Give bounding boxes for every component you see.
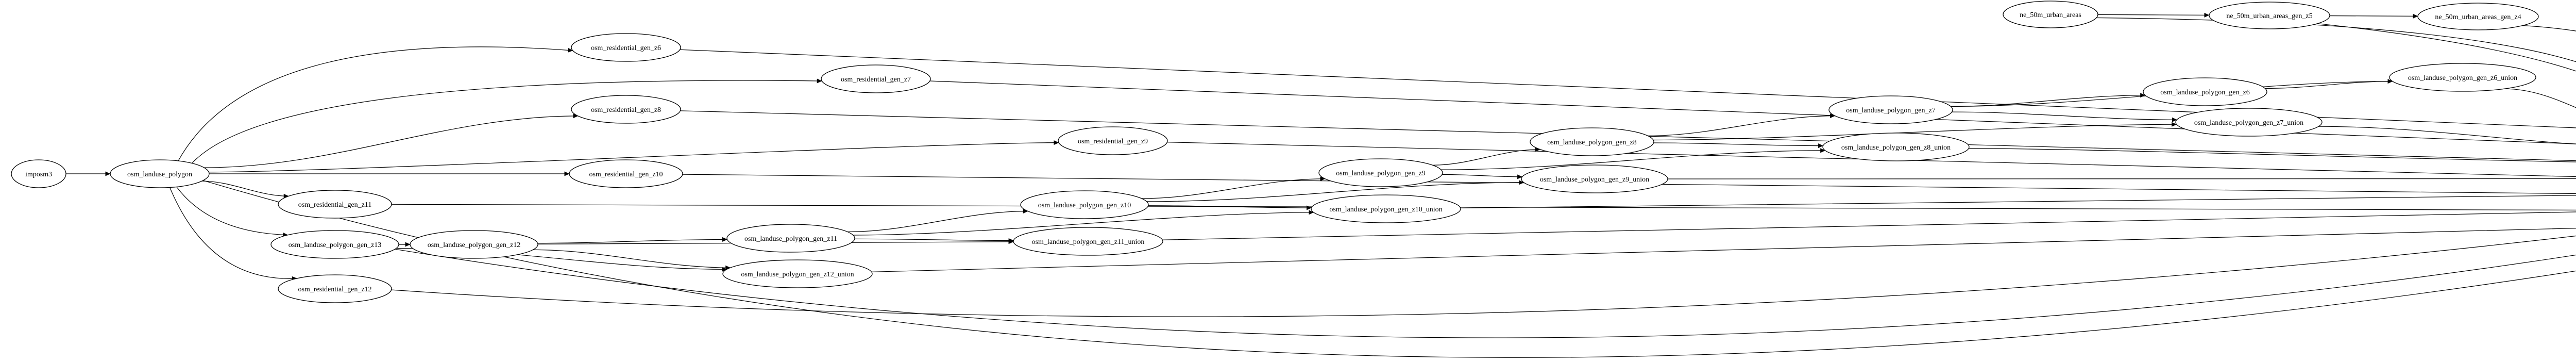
node-label-osm_landuse_polygon_gen_z8: osm_landuse_polygon_gen_z8 (1547, 139, 1636, 146)
node-label-osm_landuse_polygon_gen_z9_union: osm_landuse_polygon_gen_z9_union (1540, 176, 1649, 184)
node-label-osm_landuse_polygon_gen_z6_union: osm_landuse_polygon_gen_z6_union (2408, 74, 2517, 82)
edge-osm_landuse_polygon_gen_z6_union-to-layer_landuse.z6 (2504, 88, 2576, 108)
node-osm_residential_gen_z8: osm_residential_gen_z8 (571, 95, 681, 124)
edge-osm_landuse_polygon-to-osm_residential_gen_z8 (204, 113, 579, 168)
edge-osm_landuse_polygon_gen_z9-to-osm_landuse_polygon_gen_z8_union (1441, 148, 1826, 170)
node-label-osm_residential_gen_z11: osm_residential_gen_z11 (298, 201, 372, 209)
edge-osm_landuse_polygon_gen_z6-to-osm_landuse_polygon_gen_z6_union (2265, 79, 2393, 89)
node-osm_landuse_polygon_gen_z12: osm_landuse_polygon_gen_z12 (410, 230, 538, 259)
edge-osm_landuse_polygon-to-layer_landuse.z14+ (203, 180, 2576, 358)
node-osm_residential_gen_z11: osm_residential_gen_z11 (278, 190, 392, 219)
node-osm_landuse_polygon_gen_z13: osm_landuse_polygon_gen_z13 (270, 230, 399, 259)
node-label-osm_landuse_polygon_gen_z7: osm_landuse_polygon_gen_z7 (1846, 107, 1935, 114)
node-osm_landuse_polygon_gen_z6_union: osm_landuse_polygon_gen_z6_union (2389, 63, 2536, 92)
node-osm_landuse_polygon_gen_z11: osm_landuse_polygon_gen_z11 (726, 224, 855, 253)
node-label-ne_50m_urban_areas: ne_50m_urban_areas (2020, 11, 2081, 19)
node-ne_50m_urban_areas: ne_50m_urban_areas (2003, 1, 2098, 28)
node-osm_landuse_polygon_gen_z8_union: osm_landuse_polygon_gen_z8_union (1822, 133, 1970, 161)
node-label-osm_residential_gen_z9: osm_residential_gen_z9 (1078, 138, 1148, 145)
edge-osm_landuse_polygon-to-osm_residential_gen_z6 (178, 46, 573, 161)
edge-osm_landuse_polygon-to-osm_residential_gen_z9 (209, 140, 1059, 173)
edge-osm_landuse_polygon_gen_z7-to-osm_landuse_polygon_gen_z6 (1951, 93, 2146, 107)
node-label-osm_residential_gen_z12: osm_residential_gen_z12 (298, 286, 371, 293)
edge-osm_landuse_polygon_gen_z7-to-osm_landuse_polygon_gen_z7_union (1952, 111, 2177, 122)
node-osm_landuse_polygon_gen_z9: osm_landuse_polygon_gen_z9 (1318, 158, 1443, 187)
node-osm_landuse_polygon_gen_z10: osm_landuse_polygon_gen_z10 (1020, 190, 1149, 219)
node-label-ne_50m_urban_areas_gen_z4: ne_50m_urban_areas_gen_z4 (2435, 13, 2521, 21)
node-label-osm_landuse_polygon_gen_z9: osm_landuse_polygon_gen_z9 (1336, 170, 1425, 177)
node-label-osm_landuse_polygon_gen_z11: osm_landuse_polygon_gen_z11 (744, 235, 837, 243)
node-osm_landuse_polygon_gen_z6: osm_landuse_polygon_gen_z6 (2143, 77, 2267, 106)
edge-osm_residential_gen_z12-to-layer_landuse.z12 (391, 235, 2576, 317)
node-label-ne_50m_urban_areas_gen_z5: ne_50m_urban_areas_gen_z5 (2226, 12, 2312, 20)
node-osm_landuse_polygon_gen_z7_union: osm_landuse_polygon_gen_z7_union (2175, 108, 2323, 137)
edge-osm_landuse_polygon_gen_z11-to-osm_landuse_polygon_gen_z10_union (853, 210, 1314, 236)
edge-osm_landuse_polygon_gen_z11-to-osm_landuse_polygon_gen_z10 (847, 209, 1028, 233)
node-imposm3: imposm3 (11, 159, 66, 188)
node-osm_residential_gen_z10: osm_residential_gen_z10 (569, 159, 683, 188)
node-label-osm_residential_gen_z8: osm_residential_gen_z8 (591, 106, 661, 114)
node-label-osm_landuse_polygon_gen_z12_union: osm_landuse_polygon_gen_z12_union (741, 271, 854, 278)
node-osm_landuse_polygon_gen_z11_union: osm_landuse_polygon_gen_z11_union (1013, 227, 1163, 256)
edge-ne_50m_urban_areas_gen_z5-to-layer_landuse.z5 (2317, 23, 2576, 72)
node-osm_landuse_polygon_gen_z9_union: osm_landuse_polygon_gen_z9_union (1521, 164, 1668, 193)
node-label-osm_landuse_polygon_gen_z10: osm_landuse_polygon_gen_z10 (1038, 202, 1131, 209)
edge-osm_landuse_polygon_gen_z10-to-osm_landuse_polygon_gen_z9 (1142, 176, 1326, 199)
node-label-osm_landuse_polygon_gen_z13: osm_landuse_polygon_gen_z13 (289, 241, 381, 249)
node-ne_50m_urban_areas_gen_z5: ne_50m_urban_areas_gen_z5 (2209, 2, 2330, 29)
node-ne_50m_urban_areas_gen_z4: ne_50m_urban_areas_gen_z4 (2417, 3, 2539, 30)
edge-osm_landuse_polygon_gen_z10-to-osm_landuse_polygon_gen_z9_union (1146, 180, 1524, 202)
node-osm_residential_gen_z7: osm_residential_gen_z7 (821, 64, 931, 93)
node-label-osm_landuse_polygon_gen_z11_union: osm_landuse_polygon_gen_z11_union (1032, 238, 1145, 246)
node-osm_residential_gen_z9: osm_residential_gen_z9 (1058, 126, 1168, 155)
node-label-osm_landuse_polygon_gen_z10_union: osm_landuse_polygon_gen_z10_union (1329, 206, 1442, 213)
node-osm_landuse_polygon: osm_landuse_polygon (110, 159, 210, 188)
node-label-osm_residential_gen_z10: osm_residential_gen_z10 (589, 171, 663, 178)
node-label-osm_landuse_polygon_gen_z8_union: osm_landuse_polygon_gen_z8_union (1841, 144, 1951, 152)
edge-ne_50m_urban_areas-to-ne_50m_urban_areas_gen_z5 (2097, 12, 2210, 18)
edge-osm_landuse_polygon-to-osm_residential_gen_z12 (169, 187, 297, 281)
edge-osm_landuse_polygon-to-osm_residential_gen_z7 (192, 78, 822, 163)
node-label-osm_landuse_polygon_gen_z6: osm_landuse_polygon_gen_z6 (2160, 89, 2249, 96)
edge-osm_landuse_polygon-to-osm_landuse_polygon_gen_z13 (176, 187, 289, 237)
edge-osm_landuse_polygon_gen_z13-to-layer_landuse.z13 (395, 249, 2576, 338)
edge-osm_residential_gen_z11-to-layer_landuse.z11 (391, 204, 2576, 211)
node-label-osm_landuse_polygon_gen_z12: osm_landuse_polygon_gen_z12 (428, 241, 520, 249)
edge-osm_landuse_polygon_gen_z9-to-osm_landuse_polygon_gen_z8 (1432, 147, 1540, 166)
edge-ne_50m_urban_areas_gen_z5-to-ne_50m_urban_areas_gen_z4 (2329, 13, 2418, 19)
edge-osm_landuse_polygon_gen_z8_union-to-layer_landuse.z8 (1969, 148, 2576, 162)
edge-osm_landuse_polygon_gen_z9-to-osm_landuse_polygon_gen_z9_union (1442, 174, 1523, 179)
edge-osm_landuse_polygon_gen_z12-to-osm_landuse_polygon_gen_z11 (537, 237, 727, 244)
node-osm_residential_gen_z12: osm_residential_gen_z12 (278, 274, 392, 303)
node-label-osm_residential_gen_z7: osm_residential_gen_z7 (841, 76, 911, 84)
edges (65, 12, 2576, 358)
edge-osm_landuse_polygon_gen_z8-to-osm_landuse_polygon_gen_z8_union (1653, 142, 1824, 149)
node-label-osm_landuse_polygon_gen_z7_union: osm_landuse_polygon_gen_z7_union (2194, 119, 2303, 127)
edge-osm_landuse_polygon-to-osm_residential_gen_z11 (201, 180, 289, 199)
edge-osm_landuse_polygon_gen_z10_union-to-layer_landuse.z10 (1460, 194, 2576, 208)
edge-osm_landuse_polygon_gen_z8-to-osm_landuse_polygon_gen_z7 (1648, 113, 1836, 136)
edge-ne_50m_urban_areas_gen_z4-to-layer_landuse.z4 (2522, 25, 2576, 31)
edge-osm_landuse_polygon_gen_z11-to-osm_landuse_polygon_gen_z11_union (854, 238, 1014, 243)
node-label-osm_landuse_polygon: osm_landuse_polygon (127, 171, 192, 178)
node-osm_landuse_polygon_gen_z12_union: osm_landuse_polygon_gen_z12_union (722, 259, 873, 288)
node-osm_landuse_polygon_gen_z7: osm_landuse_polygon_gen_z7 (1828, 95, 1953, 124)
edge-osm_landuse_polygon_gen_z12-to-osm_landuse_polygon_gen_z12_union (533, 249, 731, 270)
node-osm_residential_gen_z6: osm_residential_gen_z6 (571, 33, 681, 62)
edge-osm_landuse_polygon_gen_z7_union-to-layer_landuse.z7 (2318, 126, 2576, 145)
node-osm_landuse_polygon_gen_z8: osm_landuse_polygon_gen_z8 (1530, 127, 1654, 156)
edge-osm_landuse_polygon_gen_z8-to-osm_landuse_polygon_gen_z7_union (1653, 122, 2177, 141)
node-label-osm_residential_gen_z6: osm_residential_gen_z6 (591, 44, 661, 52)
edge-osm_residential_gen_z7-to-layer_landuse.z7 (929, 80, 2576, 145)
node-label-imposm3: imposm3 (25, 171, 52, 178)
node-osm_landuse_polygon_gen_z10_union: osm_landuse_polygon_gen_z10_union (1311, 194, 1461, 223)
